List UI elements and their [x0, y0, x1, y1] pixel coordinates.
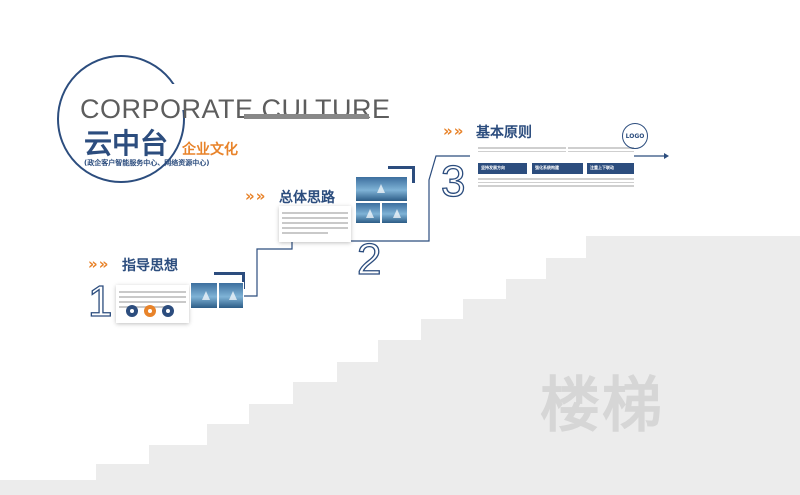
section-1-title: 指导思想 — [122, 258, 178, 274]
sailboat-photo — [355, 176, 408, 202]
brand-description: (政企客户智能服务中心、网络资源中心) — [84, 159, 210, 167]
sailboat-photo — [218, 282, 244, 309]
section-3-title: 基本原则 — [476, 125, 532, 141]
chevron-icon: »» — [245, 187, 266, 205]
section-1-number: 1 — [87, 277, 113, 326]
photo-frame — [214, 272, 245, 289]
photo-frame — [388, 166, 415, 183]
section-1-text-card — [116, 285, 189, 323]
circle-icon — [144, 305, 156, 317]
sailboat-photo — [355, 202, 381, 224]
stair-label: 楼梯 — [540, 371, 664, 441]
circle-gap — [140, 84, 188, 110]
principles-intro-text — [478, 145, 566, 157]
brand-circle — [57, 55, 185, 183]
principle-item: 强化系统构建 — [532, 163, 583, 174]
principle-item: 注重上下联动 — [587, 163, 634, 174]
principles-intro-text — [568, 145, 634, 157]
logo-badge: LOGO — [622, 123, 648, 149]
section-2-number: 2 — [356, 235, 382, 284]
title-underline — [244, 114, 369, 119]
chinese-title: 云中台 — [84, 127, 169, 160]
section-3-number: 3 — [440, 157, 466, 206]
section-2-title: 总体思路 — [279, 190, 335, 206]
section-2-text-card — [279, 206, 351, 242]
chevron-icon: »» — [88, 255, 109, 273]
circle-icon — [126, 305, 138, 317]
chevron-icon: »» — [443, 122, 464, 140]
english-title: CORPORATE CULTURE — [80, 94, 391, 124]
principles-detail-text — [478, 176, 634, 190]
chinese-subtitle: 企业文化 — [182, 142, 238, 158]
sailboat-photo — [190, 282, 218, 309]
sailboat-photo — [381, 202, 408, 224]
principle-item: 坚持发展方向 — [478, 163, 527, 174]
circle-icon — [162, 305, 174, 317]
